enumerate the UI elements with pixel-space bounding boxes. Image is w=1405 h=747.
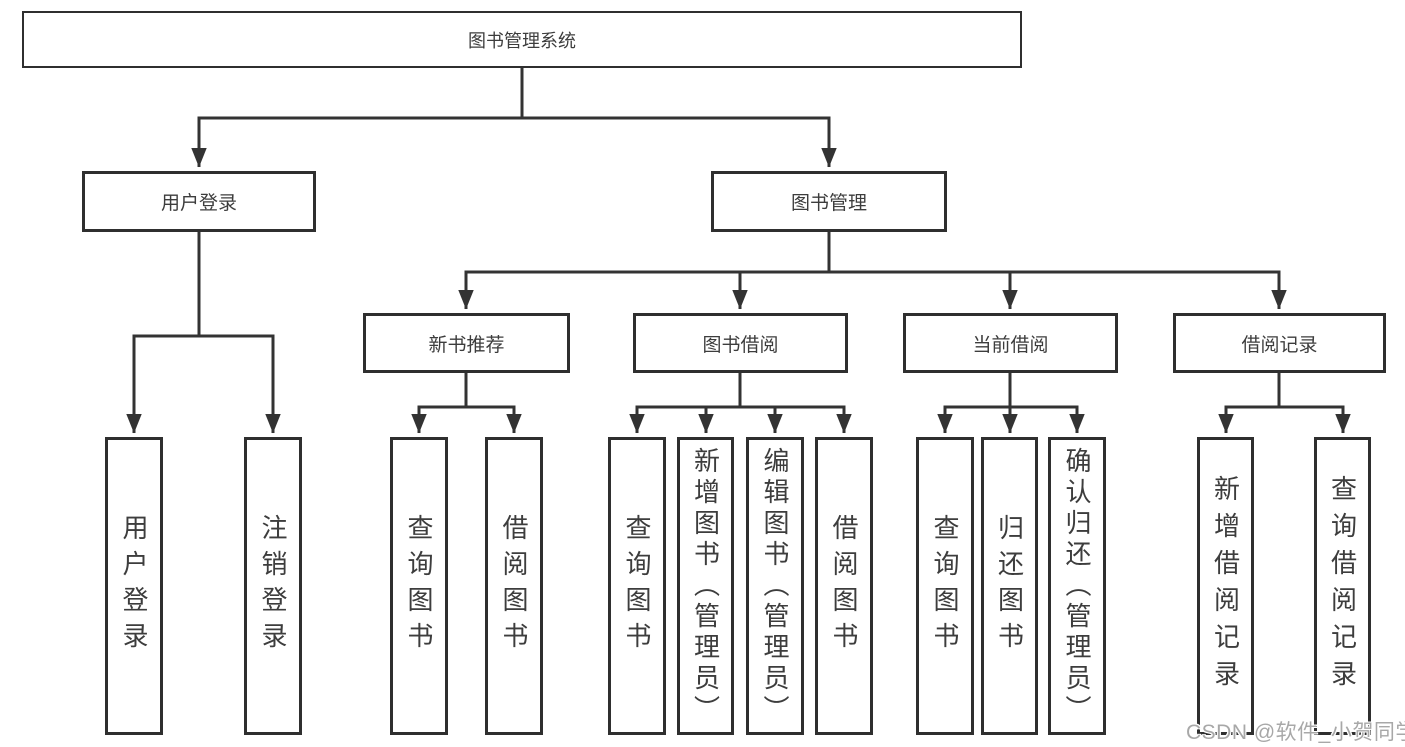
node-new-book-recommendation: 新书推荐: [363, 313, 570, 373]
node-label: 图书借阅: [702, 334, 779, 356]
leaf-add-book-admin: 新增图书（管理员）: [677, 437, 734, 735]
leaf-label: 新增借阅记录: [1210, 475, 1241, 697]
node-user-login: 用户登录: [82, 171, 316, 232]
leaf-confirm-return-admin: 确认归还（管理员）: [1048, 437, 1106, 735]
leaf-user-login: 用户登录: [105, 437, 163, 735]
leaf-logout: 注销登录: [244, 437, 302, 735]
node-label: 图书管理系统: [468, 30, 576, 51]
node-library-management-system: 图书管理系统: [22, 11, 1022, 68]
node-book-management: 图书管理: [711, 171, 947, 232]
node-book-borrowing: 图书借阅: [633, 313, 848, 373]
leaf-label: 借阅图书: [499, 514, 529, 658]
node-label: 图书管理: [790, 193, 867, 214]
watermark: CSDN @软件_小贺同学: [1186, 721, 1405, 744]
leaf-query-books-1: 查询图书: [390, 437, 448, 735]
leaf-label: 编辑图书（管理员）: [760, 446, 790, 726]
node-label: 借阅记录: [1241, 334, 1318, 356]
leaf-label: 新增图书（管理员）: [690, 446, 721, 726]
leaf-label: 查询图书: [404, 514, 434, 658]
leaf-borrow-books-1: 借阅图书: [485, 437, 543, 735]
node-label: 当前借阅: [972, 334, 1049, 356]
leaf-label: 确认归还（管理员）: [1062, 446, 1092, 726]
leaf-query-books-3: 查询图书: [916, 437, 974, 735]
leaf-return-books: 归还图书: [981, 437, 1038, 735]
leaf-label: 借阅图书: [829, 514, 859, 658]
node-label: 新书推荐: [428, 334, 505, 356]
leaf-label: 查询借阅记录: [1327, 475, 1358, 697]
leaf-add-borrow-record: 新增借阅记录: [1197, 437, 1254, 735]
leaf-label: 注销登录: [258, 514, 288, 658]
leaf-label: 用户登录: [119, 514, 149, 658]
node-current-borrowing: 当前借阅: [903, 313, 1118, 373]
leaf-query-books-2: 查询图书: [608, 437, 666, 735]
leaf-label: 查询图书: [930, 514, 960, 658]
leaf-query-borrow-record: 查询借阅记录: [1314, 437, 1371, 735]
leaf-borrow-books-2: 借阅图书: [815, 437, 873, 735]
node-label: 用户登录: [160, 193, 237, 214]
leaf-label: 查询图书: [622, 514, 652, 658]
node-borrowing-records: 借阅记录: [1173, 313, 1386, 373]
leaf-edit-book-admin: 编辑图书（管理员）: [746, 437, 804, 735]
leaf-label: 归还图书: [994, 514, 1025, 658]
